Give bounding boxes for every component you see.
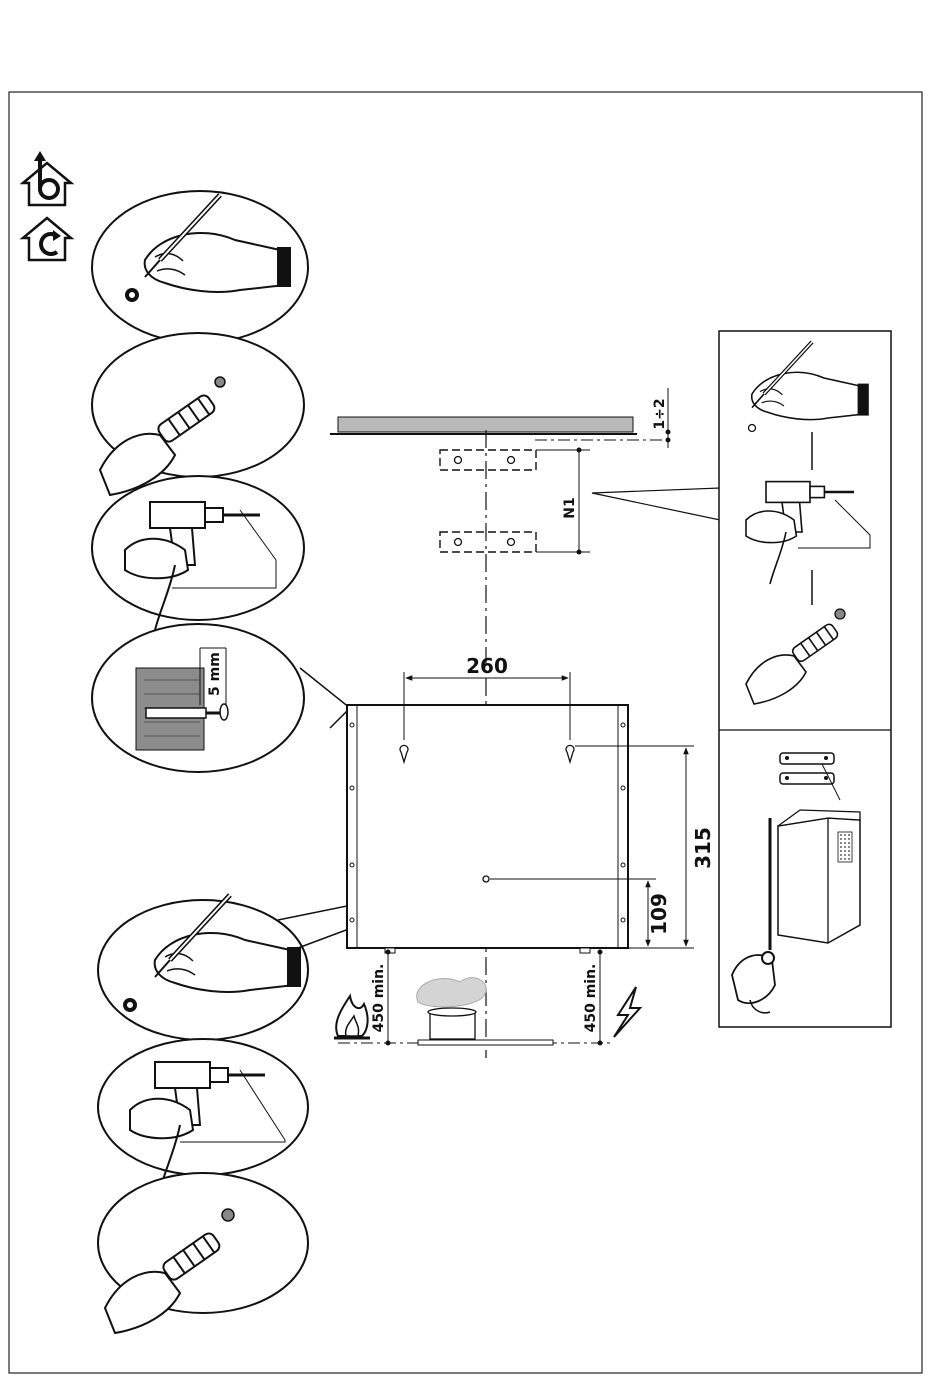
cooking-pot xyxy=(417,978,487,1039)
flame-icon xyxy=(334,996,370,1038)
hob xyxy=(418,1040,553,1045)
extraction-mode-icon xyxy=(23,151,71,205)
step-drill-bubble xyxy=(92,476,304,630)
upper-bracket xyxy=(440,450,536,470)
center-height-label: 109 xyxy=(647,893,671,935)
step-mark-center-bubble xyxy=(98,895,308,1040)
clearance-right-label: 450 min. xyxy=(583,964,599,1033)
electric-bolt-icon xyxy=(614,987,640,1037)
chimney xyxy=(770,810,860,950)
lower-bracket xyxy=(440,532,536,552)
hole-height-label: 315 xyxy=(691,827,715,869)
ceiling xyxy=(338,417,633,432)
plug-depth-label: 5 mm xyxy=(207,652,223,696)
bracket-spacing-label: N1 xyxy=(562,497,578,518)
clearance-left-label: 450 min. xyxy=(371,964,387,1033)
step-insert-plug-bubble xyxy=(92,333,304,495)
hood-panel xyxy=(347,705,628,953)
hole-spacing-label: 260 xyxy=(466,654,508,678)
step-drill-center-bubble xyxy=(98,1039,308,1190)
gap-label: 1÷2 xyxy=(652,398,668,429)
step-mark-hole-bubble xyxy=(92,191,308,343)
step-wall-detail-bubble: 5 mm xyxy=(92,624,304,772)
recirculation-mode-icon xyxy=(23,218,71,260)
step-insert-plug-center-bubble xyxy=(98,1173,308,1333)
